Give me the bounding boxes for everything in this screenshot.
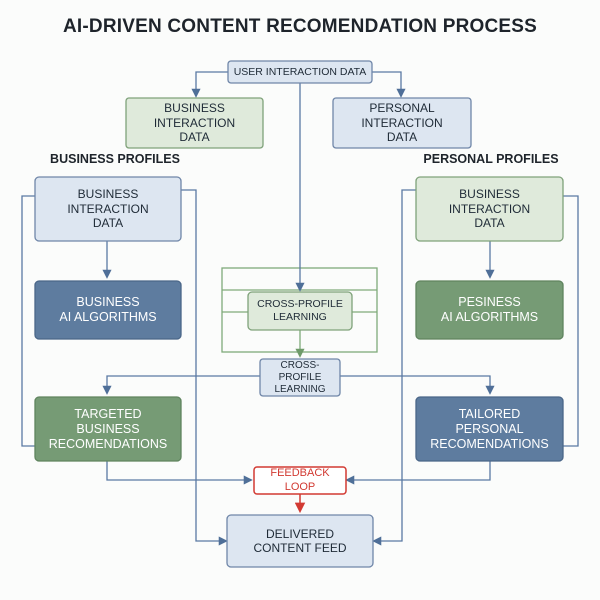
box-business-interaction-right <box>415 176 564 242</box>
box-personal-ai <box>415 280 564 340</box>
line-right-outer-loop <box>563 195 579 447</box>
arrow-cross-to-targeted <box>102 375 260 395</box>
boxes <box>34 60 564 568</box>
box-business-ai <box>34 280 182 340</box>
section-business-profiles: BUSINESS PROFILES <box>50 151 180 166</box>
center-connectors <box>221 83 378 358</box>
label-delivered: DELIVERED CONTENT FEED <box>253 526 347 555</box>
box-delivered <box>226 514 374 568</box>
box-personal-interaction-top <box>332 97 472 149</box>
box-user-interaction <box>227 60 373 84</box>
arrow-cross-to-tailored <box>340 375 495 395</box>
label-targeted: TARGETED BUSINESS RECOMENDATIONS <box>48 406 168 451</box>
box-cross-profile-lower <box>259 358 341 397</box>
box-feedback <box>253 466 347 495</box>
arrow-right-to-delivered <box>372 189 416 546</box>
box-business-interaction-top <box>125 97 264 149</box>
section-personal-profiles: PERSONAL PROFILES <box>423 151 559 166</box>
label-feedback-loop: FEEDBACK LOOP <box>270 467 330 493</box>
arrow-tailored-to-feedback <box>345 461 491 485</box>
label-business-interaction-top: BUSINESS INTERACTION DATA <box>153 101 236 145</box>
connectors <box>21 71 579 546</box>
label-cross-profile-lower: CROSS-PROFILE LEARNING <box>274 359 326 395</box>
arrow-user-to-personal-top <box>372 71 406 98</box>
box-targeted <box>34 396 182 462</box>
box-tailored <box>415 396 564 462</box>
label-personal-interaction-top: PERSONAL INTERACTION DATA <box>361 101 443 145</box>
arrow-left-to-delivered <box>181 189 228 546</box>
arrow-user-to-business-top <box>191 71 228 98</box>
label-business-interaction-right: BUSINESS INTERACTION DATA <box>448 187 531 231</box>
label-business-ai: BUSINESS AI ALGORITHMS <box>59 295 157 324</box>
label-cross-profile-upper: CROSS-PROFILE LEARNING <box>257 298 343 323</box>
label-user-interaction: USER INTERACTION DATA <box>233 65 367 78</box>
box-cross-profile-upper <box>247 291 353 331</box>
label-personal-ai: PESINESS AI ALGORITHMS <box>440 295 539 324</box>
page-title: AI-DRIVEN CONTENT RECOMENDATION PROCESS <box>62 15 538 37</box>
label-business-interaction-left: BUSINESS INTERACTION DATA <box>67 187 149 231</box>
box-business-interaction-left <box>34 176 182 242</box>
label-tailored: TAILORED PERSONAL RECOMENDATIONS <box>430 406 549 451</box>
line-left-outer-loop <box>21 195 35 447</box>
arrow-targeted-to-feedback <box>106 461 253 485</box>
